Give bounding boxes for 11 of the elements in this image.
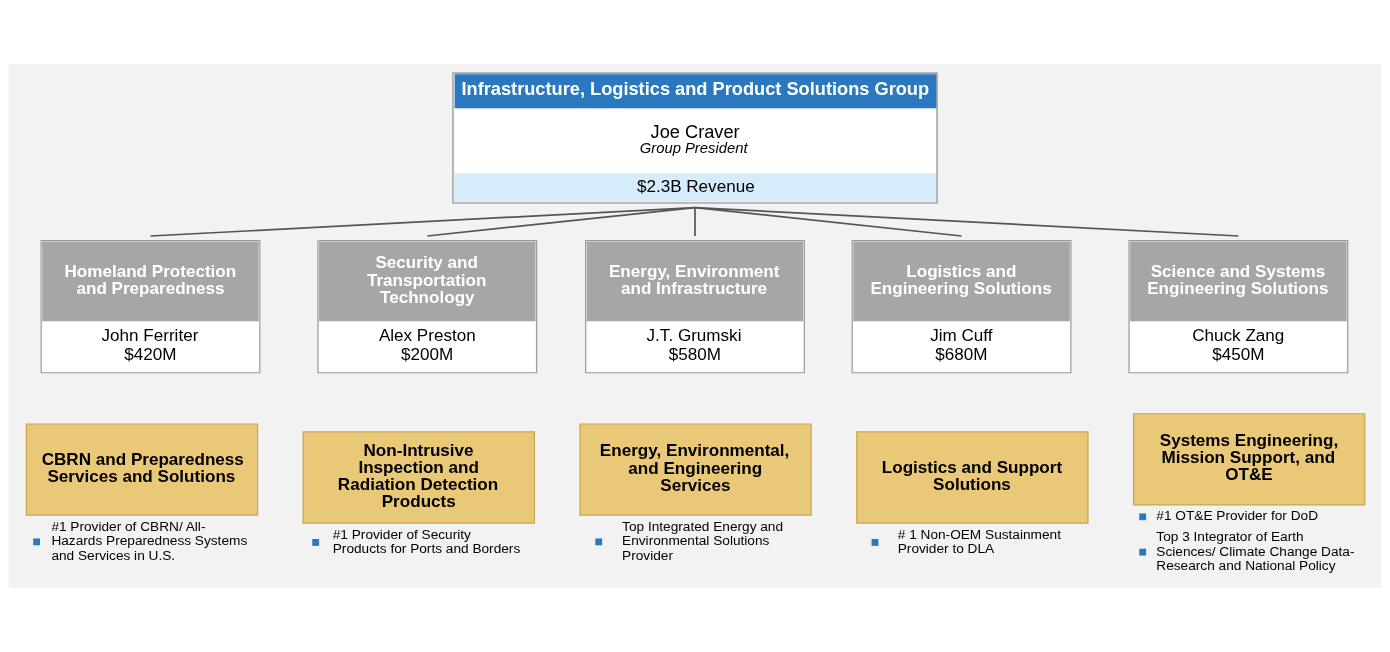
node-label: #1 Provider of CBRN/ All-Hazards Preparedness Systems and Services in U.S. <box>51 518 248 564</box>
node-label: Top 3 Integrator of Earth Sciences/ Climate Change Data-Research and National Policy <box>1156 528 1355 574</box>
node-label: # 1 Non-OEM Sustainment Provider to DLA <box>897 526 1061 557</box>
node-label: #1 OT&E Provider for DoD <box>1156 508 1318 524</box>
connector <box>149 206 696 237</box>
node-label: #1 Provider of Security Products for Ports and Borders <box>332 526 521 557</box>
connector <box>694 206 963 237</box>
connector <box>694 206 696 237</box>
connector <box>426 206 696 237</box>
node-label: Top Integrated Energy and Environmental Solutions Provider <box>622 518 784 564</box>
connector <box>694 206 1240 237</box>
